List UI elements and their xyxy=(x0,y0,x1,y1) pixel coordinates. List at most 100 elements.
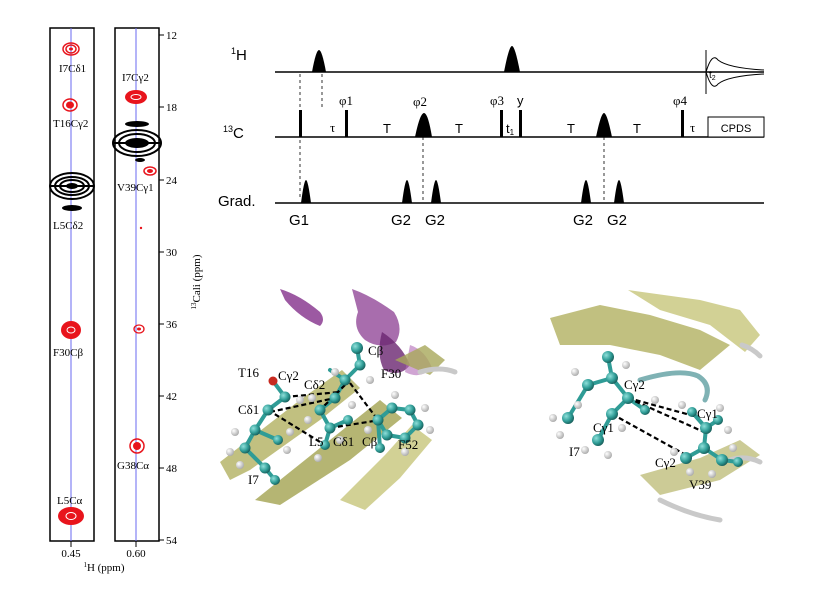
mol-label-l5-cd1: Cδ1 xyxy=(333,434,354,449)
y-tick-36: 36 xyxy=(166,319,178,331)
channel-label-13c: 13C xyxy=(223,124,244,142)
strip-2-frame xyxy=(114,27,160,542)
t2-main: t xyxy=(709,70,712,81)
y-tick-48: 48 xyxy=(166,463,178,475)
beta-sheet-r3 xyxy=(640,440,760,495)
peak-small-dot xyxy=(139,226,143,230)
atoms-right xyxy=(549,351,743,478)
strip-spectra: 0.45 0.60 1H (ppm) 12 18 24 30 36 42 48 … xyxy=(49,27,203,574)
c-pulse-shaped-a xyxy=(415,113,432,137)
label-f30cb: F30Cβ xyxy=(53,347,83,359)
delay-tau-2: τ xyxy=(690,120,695,135)
beta-sheet-2 xyxy=(255,400,402,505)
delay-tau-1: τ xyxy=(330,120,335,135)
y-tick-12: 12 xyxy=(166,30,177,42)
gradient-g2-d xyxy=(614,180,624,203)
gradient-label-g2-d: G2 xyxy=(607,212,627,229)
c-pulse-90-a xyxy=(299,110,302,137)
phase-3: φ3 xyxy=(490,93,504,108)
c-pulse-90-d xyxy=(519,110,522,137)
x-axis-label: 1H (ppm) xyxy=(83,561,124,574)
peak-i7cd1 xyxy=(62,42,80,56)
channel-label-1h: 1H xyxy=(231,46,247,64)
channel-1h-main: H xyxy=(236,47,247,64)
label-v39cg1: V39Cγ1 xyxy=(117,182,154,194)
mol-label-i7: I7 xyxy=(248,472,259,487)
gradient-g2-b xyxy=(431,180,441,203)
y-tick-24: 24 xyxy=(166,175,178,187)
y-tick-54: 54 xyxy=(166,535,178,547)
delay-T-1: T xyxy=(383,121,391,136)
beta-sheet-1 xyxy=(220,370,360,480)
mol-label-f52-cb: Cβ xyxy=(362,434,378,449)
helix-ribbon-1 xyxy=(280,289,323,326)
x-axis-label-main: H (ppm) xyxy=(87,562,125,574)
peak-black-strip2 xyxy=(112,121,162,162)
t2-label: t2 xyxy=(709,70,716,82)
gradient-label-g2-b: G2 xyxy=(425,212,445,229)
beta-sheet-r1 xyxy=(550,305,730,370)
gradient-g2-c xyxy=(581,180,591,203)
delay-t1: t1 xyxy=(506,121,515,137)
label-l5cd2: L5Cδ2 xyxy=(53,220,83,232)
x-tick-045: 0.45 xyxy=(61,548,81,560)
structure-right: Cγ2 Cγ1 Cγ1 Cγ2 I7 V39 xyxy=(549,290,763,523)
mol-label-f30-cb: Cβ xyxy=(368,343,384,358)
c-pulse-shaped-b xyxy=(596,113,612,137)
h-pulse-2 xyxy=(504,46,520,72)
beta-sheet-3 xyxy=(340,425,432,510)
y-tick-30: 30 xyxy=(166,247,178,259)
label-i7cd1: I7Cδ1 xyxy=(59,63,86,75)
channel-13c-sup: 13 xyxy=(223,124,233,134)
delay-T-3: T xyxy=(567,121,575,136)
phase-y: y xyxy=(517,93,524,108)
t2-sub: 2 xyxy=(712,75,716,82)
helix-ribbon-2 xyxy=(352,289,400,346)
peak-t16cg2 xyxy=(62,98,78,112)
h-pulse-1 xyxy=(312,50,326,72)
gradient-label-g2-c: G2 xyxy=(573,212,593,229)
atoms-left xyxy=(226,342,434,485)
label-l5ca: L5Cα xyxy=(57,495,83,507)
mol-label-f30: F30 xyxy=(381,366,401,381)
channel-13c-main: C xyxy=(233,125,244,142)
channel-label-grad: Grad. xyxy=(218,193,256,210)
peak-l5ca xyxy=(58,507,84,525)
fid-acquisition: t2 xyxy=(705,50,765,94)
y-axis: 12 18 24 30 36 42 48 54 xyxy=(159,30,178,547)
mol-label-f52: F52 xyxy=(398,437,418,452)
delay-T-2: T xyxy=(455,121,463,136)
gradient-label-g2-a: G2 xyxy=(391,212,411,229)
y-tick-42: 42 xyxy=(166,391,177,403)
alignment-dashes xyxy=(299,74,605,200)
beta-sheet-r2 xyxy=(628,290,760,352)
mol-label-v39: V39 xyxy=(689,477,711,492)
peak-small-strip2 xyxy=(133,324,145,334)
y-axis-label-sup: 13 xyxy=(190,302,198,310)
mol-label-f30-cd2: Cδ2 xyxy=(304,377,325,392)
mol-label-i7-cd1: Cδ1 xyxy=(238,402,259,417)
gradient-g1 xyxy=(301,180,311,203)
y-tick-18: 18 xyxy=(166,102,178,114)
mol-label-v39-cg2: Cγ2 xyxy=(655,455,676,470)
phase-1: φ1 xyxy=(339,93,353,108)
t1-sub: 1 xyxy=(510,128,515,137)
c-pulse-90-c xyxy=(500,110,503,137)
cpds-block xyxy=(707,116,765,138)
peak-v39cg1 xyxy=(143,166,157,176)
gradient-label-g1: G1 xyxy=(289,212,309,229)
phase-2: φ2 xyxy=(413,94,427,109)
mol-label-l5: L5 xyxy=(309,434,323,449)
c-pulse-90-b xyxy=(345,110,348,137)
channel-1h-sup: 1 xyxy=(231,46,236,56)
y-axis-label: 13Cali (ppm) xyxy=(190,254,203,309)
x-axis-label-sup: 1 xyxy=(83,561,87,569)
label-t16cg2: T16Cγ2 xyxy=(53,118,88,130)
loop-teal xyxy=(637,370,710,403)
phase-4: φ4 xyxy=(673,93,688,108)
mol-label-i7-cg1: Cγ1 xyxy=(593,420,614,435)
x-tick-060: 0.60 xyxy=(126,548,146,560)
strip-1-frame xyxy=(49,27,95,542)
pulse-sequence: 1H 13C Grad. t2 CPDS φ1 φ2 xyxy=(218,46,765,229)
mol-label-v39-cg1: Cγ1 xyxy=(697,406,718,421)
